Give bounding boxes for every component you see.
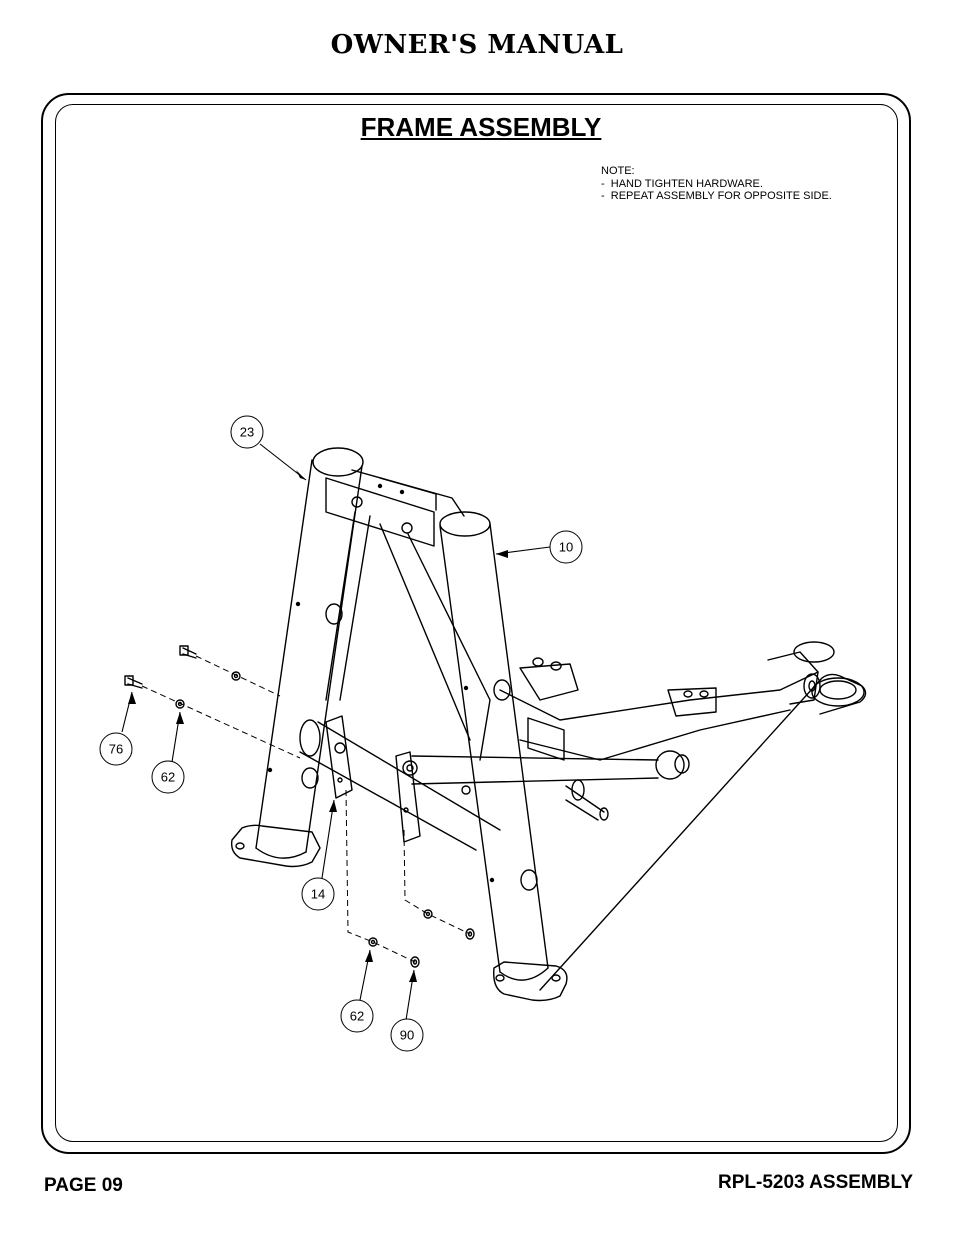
top-bracket-bolt-b [401, 522, 413, 534]
upright-tube-left-top [312, 447, 364, 477]
callout-62-upper: 62 [161, 770, 175, 785]
crossbar-bolt-rear [461, 785, 471, 795]
diagonal-brace-left [325, 511, 371, 701]
upright-tube-right [439, 523, 549, 973]
diagonal-brace-right [379, 523, 491, 761]
leader-14 [321, 799, 335, 879]
right-rear-foot [811, 677, 865, 707]
note-line-2: - REPEAT ASSEMBLY FOR OPPOSITE SIDE. [601, 190, 832, 202]
rear-arm-brace [527, 717, 565, 761]
callout-90: 90 [400, 1028, 414, 1043]
manual-title: OWNER'S MANUAL [330, 30, 624, 60]
crossbar-tube [299, 721, 501, 851]
callout-circle-62-upper [151, 760, 185, 794]
callout-76: 76 [109, 742, 123, 757]
right-foot-plate [539, 673, 867, 991]
top-bracket-bolt-a [351, 496, 363, 508]
left-foot-bolt [235, 842, 245, 850]
crossbar-bolt-right [402, 760, 418, 776]
hardware-bolt-lower [127, 677, 143, 689]
tube-hole-4 [520, 869, 538, 891]
main-frame-beam [411, 755, 659, 785]
tube-hole-1 [325, 603, 343, 625]
top-bracket [325, 469, 465, 547]
callout-62-lower: 62 [350, 1009, 364, 1024]
rear-arm-bracket-1 [519, 663, 579, 701]
hardware-nut-90 [410, 956, 420, 968]
page-number: PAGE 09 [44, 1175, 123, 1196]
main-frame-end [655, 750, 685, 780]
rear-pivot [803, 673, 821, 699]
right-foot-bolt-a [495, 974, 505, 982]
callout-circle-10 [549, 530, 583, 564]
hardware-washer-62-bottom [368, 937, 378, 947]
right-rear-foot-inner [819, 680, 857, 700]
inner-frame [55, 104, 898, 1142]
assembly-note: NOTE: - HAND TIGHTEN HARDWARE. - REPEAT … [601, 165, 832, 203]
callout-14: 14 [311, 887, 325, 902]
crossbar-bolt-left [334, 742, 346, 754]
assembly-line-upper [195, 655, 281, 697]
rear-post-top [793, 641, 835, 663]
rear-arm-bracket-2 [667, 687, 717, 717]
crossbar-plate-left [325, 715, 353, 799]
hardware-washer-upper [231, 671, 241, 681]
crossbar-end-left [299, 719, 321, 757]
hardware-washer-rear [423, 909, 433, 919]
note-heading: NOTE: [601, 165, 635, 177]
assembly-line-vertical [345, 789, 416, 963]
outer-frame [41, 93, 911, 1154]
right-front-foot-plate [493, 961, 568, 1002]
hardware-nut-rear [465, 928, 475, 940]
section-title: FRAME ASSEMBLY [360, 112, 602, 142]
callout-circle-14 [301, 877, 335, 911]
callout-circle-76 [99, 732, 133, 766]
model-assembly-label: RPL-5203 ASSEMBLY [718, 1172, 913, 1193]
callout-23: 23 [240, 425, 254, 440]
callout-circle-23 [230, 415, 264, 449]
upright-tube-right-top [439, 511, 491, 537]
note-line-1: - HAND TIGHTEN HARDWARE. [601, 177, 763, 190]
callout-10: 10 [559, 540, 573, 555]
callout-circle-62-lower [340, 999, 374, 1033]
tube-hole-3 [493, 679, 511, 701]
hardware-bolt-upper [182, 647, 197, 659]
assembly-line-rear [403, 829, 471, 935]
rear-arm [499, 671, 819, 761]
crossbar-plate-right [395, 751, 421, 843]
assembly-line-lower [141, 685, 301, 759]
hardware-washer-lower [175, 699, 185, 709]
left-foot-plate [230, 824, 321, 868]
callout-circle-90 [390, 1018, 424, 1052]
tube-hole-2 [301, 767, 319, 789]
right-foot-bolt-b [551, 974, 561, 982]
